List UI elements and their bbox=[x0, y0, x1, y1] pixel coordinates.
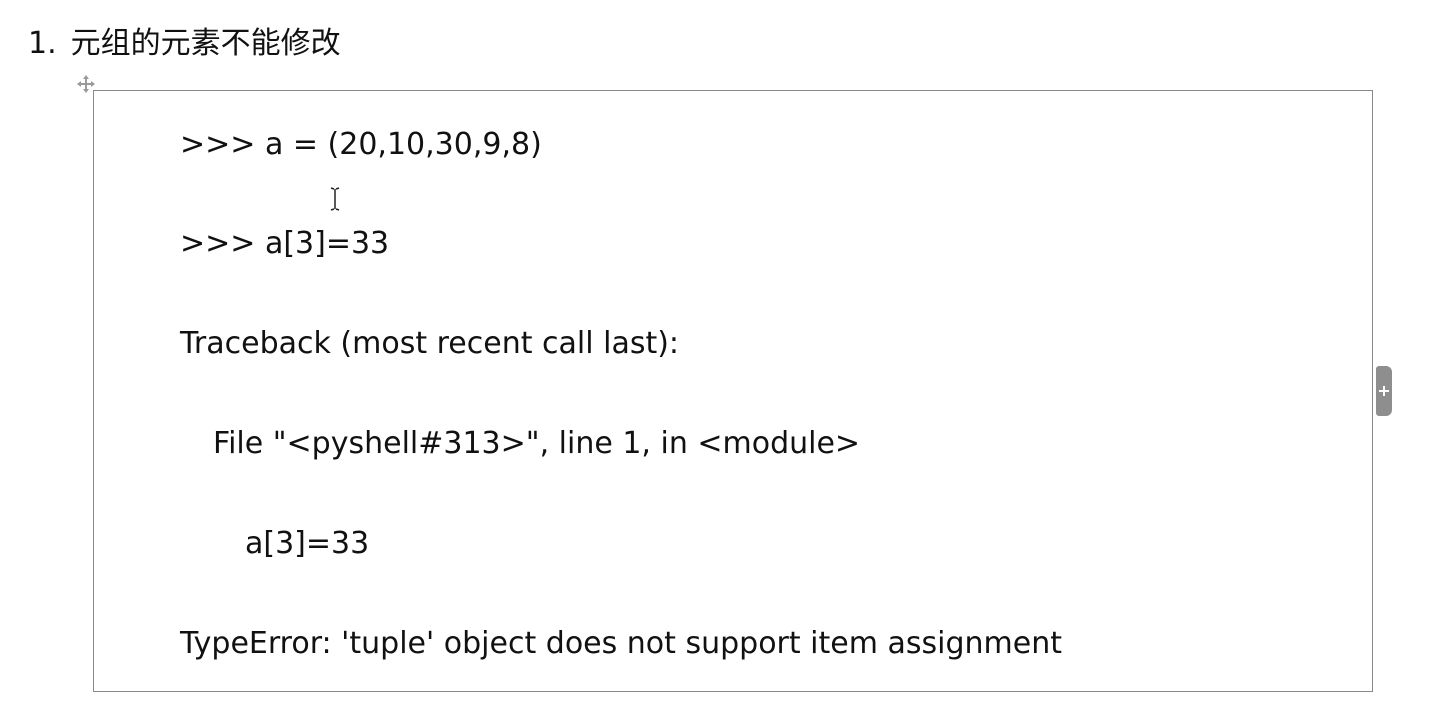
code-line-3: Traceback (most recent call last): bbox=[180, 326, 680, 361]
code-line-6: TypeError: 'tuple' object does not suppo… bbox=[180, 626, 1062, 661]
side-expand-tab[interactable] bbox=[1376, 366, 1392, 416]
plus-icon bbox=[1379, 386, 1389, 396]
code-line-5: a[3]=33 bbox=[245, 526, 370, 561]
section-heading: 1. 元组的元素不能修改 bbox=[28, 22, 341, 66]
i-beam-cursor-icon bbox=[329, 186, 341, 212]
move-cross-icon[interactable] bbox=[76, 74, 96, 94]
code-line-1: >>> a = (20,10,30,9,8) bbox=[180, 127, 542, 162]
code-line-4: File "<pyshell#313>", line 1, in <module… bbox=[213, 426, 861, 461]
code-block[interactable]: >>> a = (20,10,30,9,8) >>> a[3]=33 Trace… bbox=[93, 90, 1373, 692]
code-line-2: >>> a[3]=33 bbox=[180, 226, 390, 261]
section-number: 1. bbox=[28, 26, 57, 61]
section-title: 元组的元素不能修改 bbox=[70, 26, 341, 61]
